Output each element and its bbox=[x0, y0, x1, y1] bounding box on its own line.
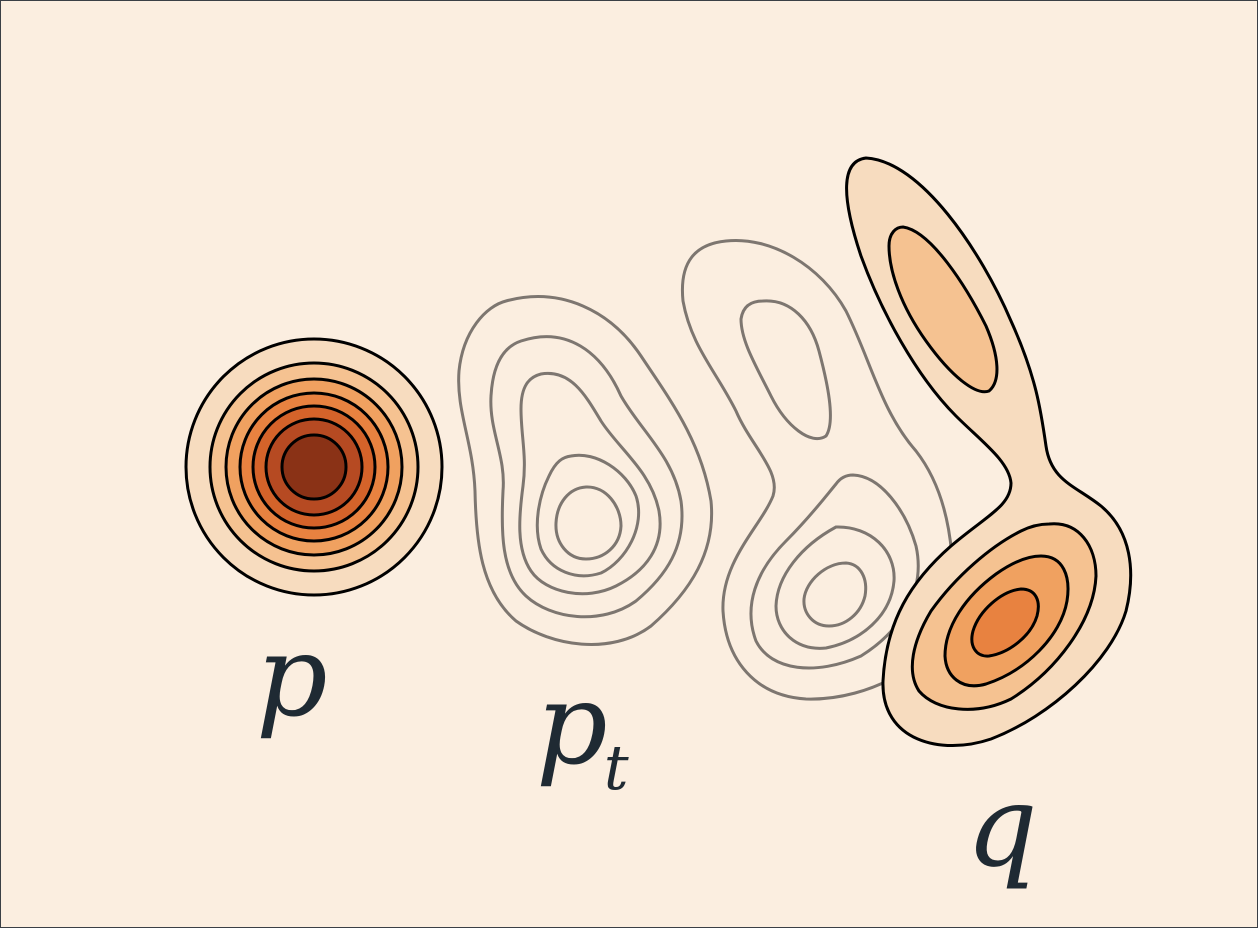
pt2-contour-lower-2 bbox=[774, 525, 896, 650]
pt1-contour-4 bbox=[535, 453, 641, 578]
pt2-contour-outer bbox=[680, 238, 955, 701]
label-p-t: pt bbox=[536, 669, 633, 799]
q-contour-lower-level-4 bbox=[970, 587, 1040, 658]
label-q: q bbox=[966, 771, 1038, 883]
pt1-contour-inner bbox=[554, 485, 623, 561]
pt1-contour-2 bbox=[489, 335, 684, 619]
p-contour-level-7 bbox=[280, 433, 348, 501]
label-p-t-subscript: t bbox=[603, 731, 629, 804]
pt2-contour-upper-inner bbox=[739, 299, 832, 441]
pt2-contour-lower-1 bbox=[749, 473, 920, 670]
intermediate-density-2 bbox=[680, 238, 955, 701]
q-contour-upper-level-2 bbox=[887, 225, 999, 394]
target-density-q bbox=[845, 156, 1133, 747]
label-p-text: p bbox=[256, 612, 328, 742]
pt1-contour-3 bbox=[518, 371, 662, 596]
pt1-contour-outer bbox=[457, 295, 714, 646]
label-p-t-base: p bbox=[536, 660, 608, 790]
intermediate-density-1 bbox=[457, 295, 714, 646]
source-density-p bbox=[184, 337, 444, 597]
pt2-contour-lower-inner bbox=[802, 561, 868, 628]
label-q-text: q bbox=[966, 762, 1038, 892]
label-p: p bbox=[256, 621, 328, 733]
